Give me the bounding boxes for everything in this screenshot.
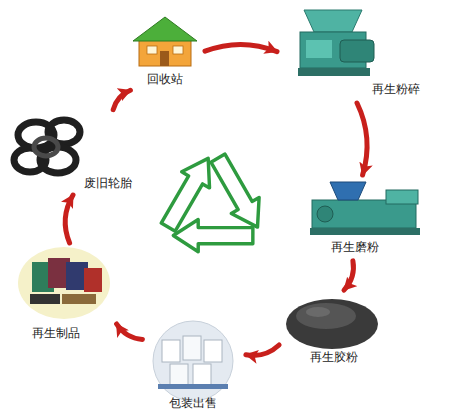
stage-label: 再生制品 bbox=[32, 326, 80, 340]
house-picture bbox=[133, 17, 197, 66]
stage-label: 再生胶粉 bbox=[310, 350, 358, 364]
flow-arrow bbox=[117, 324, 143, 339]
stage-node: 回收站 bbox=[128, 14, 202, 88]
products-picture bbox=[18, 247, 110, 319]
stage-label: 再生粉碎 bbox=[372, 82, 420, 96]
stage-node: 再生磨粉 bbox=[305, 178, 427, 258]
stage-node: 再生粉碎 bbox=[280, 4, 426, 100]
stage-node: 再生胶粉 bbox=[282, 293, 382, 366]
stage-label: 包装出售 bbox=[169, 396, 217, 410]
stage-node: 包装出售 bbox=[145, 326, 243, 414]
stage-label: 再生磨粉 bbox=[331, 240, 379, 254]
stage-label: 废旧轮胎 bbox=[84, 176, 132, 190]
tires-picture bbox=[14, 120, 80, 173]
flow-arrow bbox=[65, 195, 73, 243]
flow-arrow bbox=[246, 345, 279, 355]
flow-arrow bbox=[357, 103, 367, 175]
powder-picture bbox=[286, 299, 378, 349]
stage-node: 废旧轮胎 bbox=[12, 112, 140, 192]
stage-node: 再生制品 bbox=[18, 246, 114, 342]
flow-arrow bbox=[113, 90, 130, 109]
recycle-symbol bbox=[144, 154, 260, 273]
crusher-picture bbox=[298, 10, 374, 76]
flow-arrow bbox=[205, 44, 277, 51]
stage-label: 回收站 bbox=[147, 72, 183, 86]
bags-picture bbox=[153, 321, 233, 401]
grinder-picture bbox=[310, 182, 420, 235]
flow-arrow bbox=[344, 261, 353, 290]
